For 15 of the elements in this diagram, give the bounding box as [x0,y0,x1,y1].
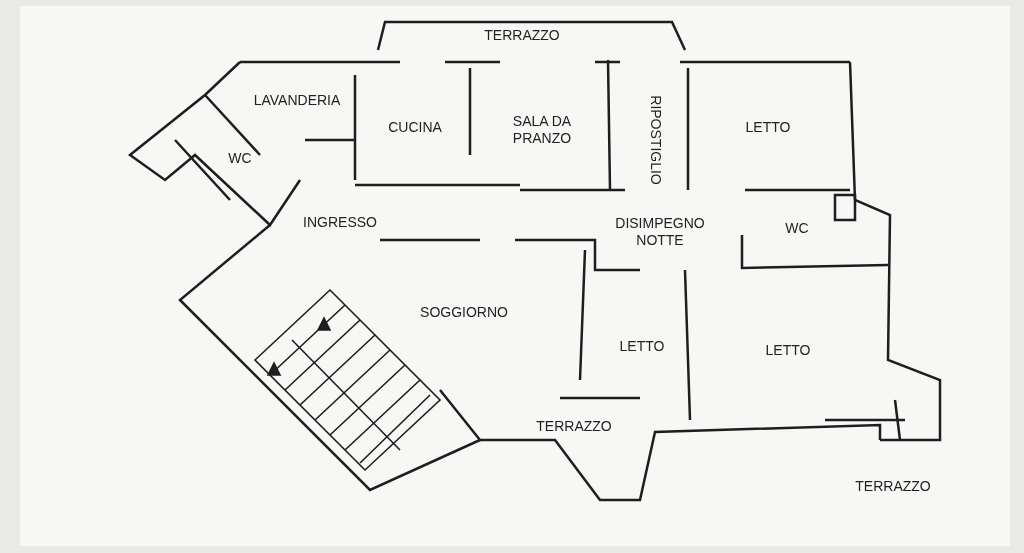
room-label: SOGGIORNO [420,303,508,321]
room-label: WC [228,149,252,167]
room-label: TERRAZZO [536,417,612,435]
room-label: LETTO [745,118,791,136]
room-label: LETTO [765,341,811,359]
room-label: TERRAZZO [855,477,931,495]
room-label: LETTO [619,337,665,355]
room-label: CUCINA [388,118,442,136]
room-label: LAVANDERIA [253,91,341,109]
room-label: DISIMPEGNO NOTTE [614,215,706,249]
room-label: RIPOSTIGLIO [646,95,664,185]
room-label: TERRAZZO [484,26,560,44]
room-label: WC [785,219,809,237]
room-label: SALA DA PRANZO [511,113,573,147]
room-label: INGRESSO [303,213,377,231]
